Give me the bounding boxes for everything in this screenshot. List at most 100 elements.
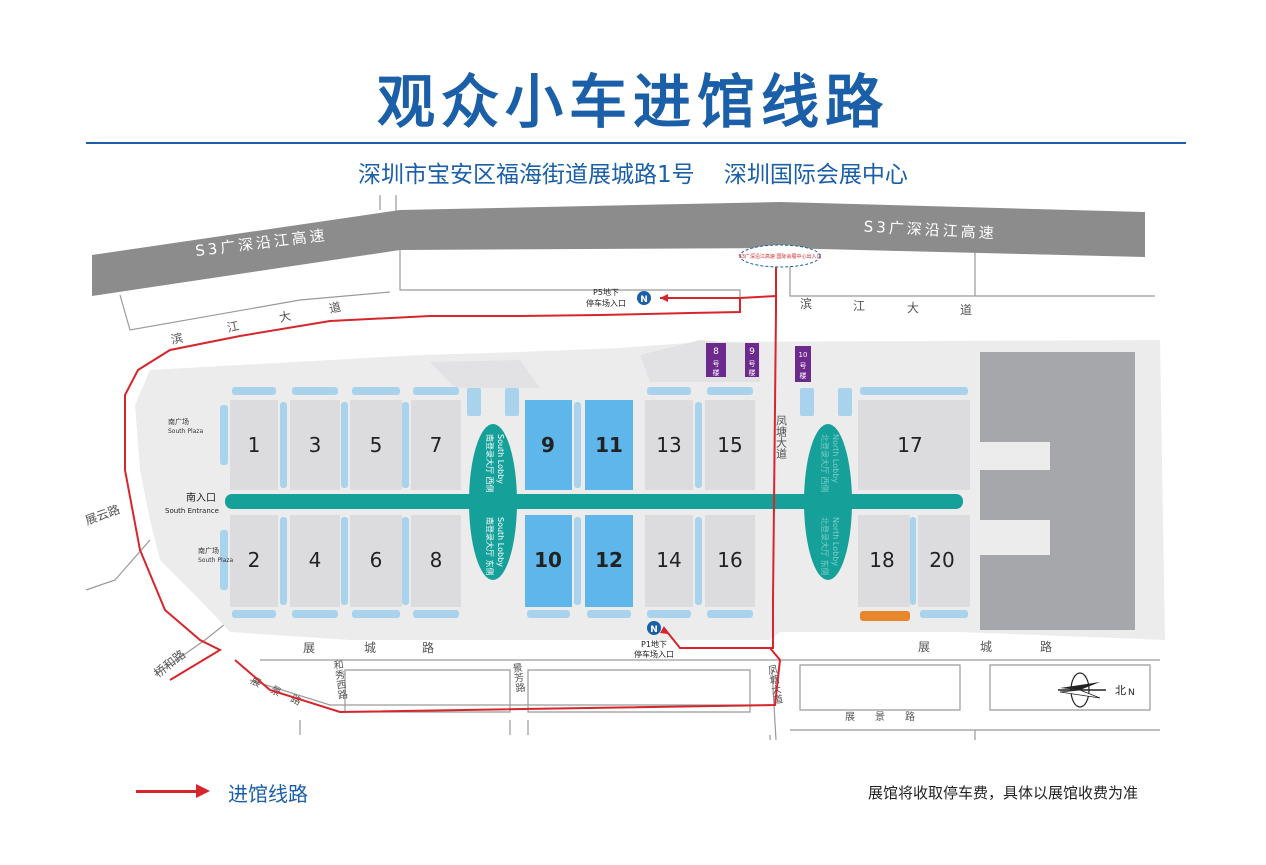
legend-label: 进馆线路 xyxy=(228,782,308,806)
halls-bottom xyxy=(230,515,970,607)
entry-route-south xyxy=(234,647,782,714)
south-plaza-bottom-cn: 南广场 xyxy=(198,546,219,555)
hall-18 xyxy=(858,515,910,607)
highway-exit-marker xyxy=(739,244,821,268)
building-10 xyxy=(795,346,811,382)
zhancheng-road-left-1: 展 xyxy=(303,641,315,655)
hall-12 xyxy=(585,515,633,607)
fengtang-road-label: 凤塘大道 xyxy=(775,415,788,459)
zhanyun-road-label: 展云路 xyxy=(83,501,122,527)
fengtang-road-label-bottom: 凤塘大道 xyxy=(765,664,784,706)
zhancheng-road-right-1: 展 xyxy=(918,640,930,654)
hall-5 xyxy=(350,400,402,490)
qiaohe-road-label: 桥和路 xyxy=(151,646,189,680)
south-lobby-west-label: 南登录大厅 西侧 xyxy=(485,434,495,493)
hall-20 xyxy=(918,515,970,607)
hall-16 xyxy=(705,515,755,607)
svg-text:大: 大 xyxy=(278,309,293,325)
p1-label-2: 停车场入口 xyxy=(634,649,674,659)
hall-14 xyxy=(645,515,693,607)
north-arrow-icon xyxy=(1058,672,1106,708)
south-plaza-top-en: South Plaza xyxy=(168,428,203,435)
svg-text:N: N xyxy=(640,295,648,305)
south-entrance-en: South Entrance xyxy=(165,507,219,515)
hall-6 xyxy=(350,515,402,607)
hall-11 xyxy=(585,400,633,490)
hall-label-8: 8 xyxy=(430,548,443,572)
svg-text:道: 道 xyxy=(328,300,343,316)
svg-text:楼: 楼 xyxy=(749,368,756,377)
hall-label-2: 2 xyxy=(248,548,261,572)
hall-label-17: 17 xyxy=(897,433,922,457)
south-lobby-east-label: 南登录大厅 东侧 xyxy=(485,517,495,576)
legend-route-line xyxy=(136,790,196,793)
svg-text:号: 号 xyxy=(800,362,807,370)
hall-17 xyxy=(858,400,970,490)
north-label: 北 xyxy=(1115,684,1126,697)
highway-exit-label: S3广深沿江高速 国际会展中心出入口 xyxy=(739,253,822,260)
large-building xyxy=(980,352,1135,630)
hall-label-20: 20 xyxy=(929,548,954,572)
svg-text:North Lobby: North Lobby xyxy=(831,434,840,483)
hall-4 xyxy=(290,515,340,607)
north-lobby-west-label: 北登录大厅 西侧 xyxy=(820,434,830,493)
parking-marker xyxy=(860,611,910,621)
entry-route xyxy=(124,250,777,681)
hall-label-10: 10 xyxy=(534,548,562,572)
svg-text:路: 路 xyxy=(905,710,915,723)
north-label-en: N xyxy=(1128,688,1135,698)
svg-text:道: 道 xyxy=(960,303,972,317)
parking-fee-note: 展馆将收取停车费，具体以展馆收费为准 xyxy=(867,784,1138,802)
p5-label-2: 停车场入口 xyxy=(586,298,626,308)
svg-text:景: 景 xyxy=(875,711,885,723)
entry-route-p1 xyxy=(663,296,777,649)
binjiang-road-right-1: 滨 xyxy=(800,296,812,311)
svg-text:North Lobby: North Lobby xyxy=(831,517,840,566)
binjiang-road-left-1: 滨 xyxy=(170,330,185,347)
building-9 xyxy=(745,343,759,377)
north-lobby xyxy=(804,424,852,580)
svg-text:楼: 楼 xyxy=(713,368,720,377)
svg-text:城: 城 xyxy=(980,640,992,654)
svg-text:城: 城 xyxy=(364,641,376,655)
svg-text:楼: 楼 xyxy=(800,371,807,380)
svg-text:号: 号 xyxy=(749,360,756,368)
hall-strips xyxy=(220,387,968,618)
svg-text:N: N xyxy=(650,625,658,635)
address-subtitle: 深圳市宝安区福海街道展城路1号 深圳国际会展中心 xyxy=(358,162,908,188)
zhanjing-road-right-1: 展 xyxy=(845,711,855,723)
hall-13 xyxy=(645,400,693,490)
page-title: 观众小车进馆线路 xyxy=(376,68,889,136)
hall-label-1: 1 xyxy=(248,433,261,457)
building-9-label: 9 xyxy=(749,347,755,357)
hall-1 xyxy=(230,400,278,490)
svg-text:路: 路 xyxy=(422,640,434,655)
svg-text:江: 江 xyxy=(853,299,865,313)
hall-9 xyxy=(525,400,572,490)
building-8-label: 8 xyxy=(713,347,719,357)
hall-label-3: 3 xyxy=(309,433,322,457)
hall-label-6: 6 xyxy=(370,548,383,572)
svg-text:大: 大 xyxy=(907,301,919,315)
hall-8 xyxy=(411,515,461,607)
hall-label-7: 7 xyxy=(430,433,443,457)
south-entrance-cn: 南入口 xyxy=(186,491,216,504)
title-divider xyxy=(86,142,1186,144)
svg-text:South Lobby: South Lobby xyxy=(496,517,505,567)
svg-text:South Lobby: South Lobby xyxy=(496,434,505,484)
hall-label-14: 14 xyxy=(656,548,681,572)
svg-text:路: 路 xyxy=(289,692,304,708)
building-10-label: 10 xyxy=(799,351,808,359)
p5-parking-icon xyxy=(637,291,651,305)
hall-label-5: 5 xyxy=(370,433,383,457)
hall-label-4: 4 xyxy=(309,548,322,572)
svg-text:号: 号 xyxy=(713,360,720,368)
p1-label-1: P1地下 xyxy=(641,639,667,649)
svg-text:路: 路 xyxy=(1040,639,1052,654)
svg-text:江: 江 xyxy=(226,319,241,335)
central-corridor xyxy=(225,494,963,509)
south-plaza-bottom-en: South Plaza xyxy=(198,557,233,564)
north-lobby-east-label: 北登录大厅 东侧 xyxy=(820,517,830,576)
hall-3 xyxy=(290,400,340,490)
